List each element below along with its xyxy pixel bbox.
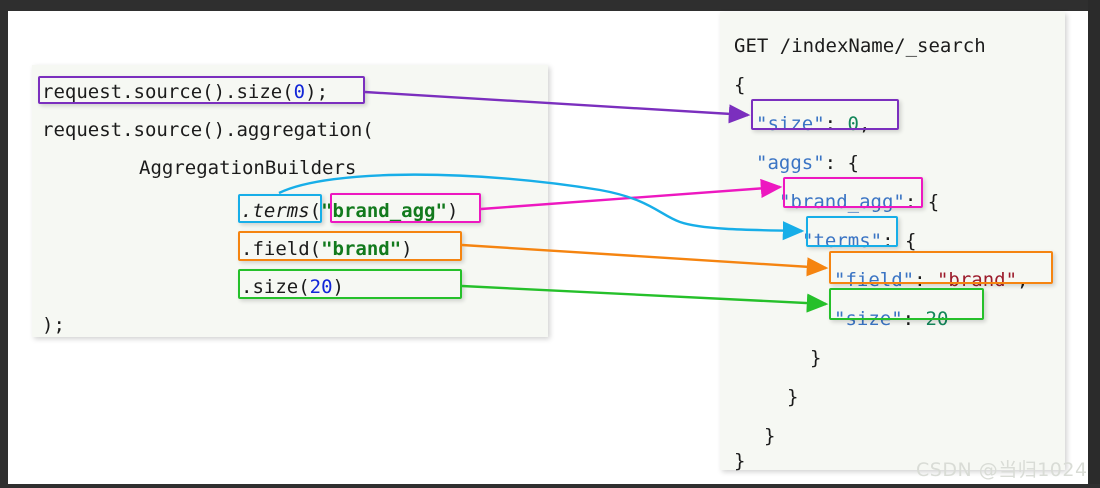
token-size-prefix: .size( [241, 276, 310, 298]
dsl-colon-6: : [902, 308, 926, 330]
dsl-value-size20: 20 [925, 308, 949, 330]
dsl-key-field: "field" [834, 269, 915, 291]
token-field-prefix: .field( [241, 238, 322, 260]
token-size-suffix2: ) [332, 276, 344, 298]
dsl-key-size20: "size" [834, 308, 903, 330]
dsl-key-brandagg: "brand_agg" [779, 191, 905, 213]
csdn-watermark: CSDN @当归1024 [916, 459, 1088, 481]
dsl-close-brace-4: } [734, 450, 746, 472]
token-twenty: 20 [309, 276, 333, 298]
token-size-suffix: ); [305, 81, 329, 103]
window-chrome-bottom [0, 484, 1100, 488]
code-line-terms: .terms("brand_agg") [241, 202, 458, 221]
dsl-request-line: GET /indexName/_search [734, 35, 986, 57]
token-brand-string: "brand" [321, 238, 402, 260]
dsl-colon-4: : [882, 230, 905, 252]
dsl-close-brace-3: } [764, 425, 776, 447]
code-line-close: ); [42, 314, 65, 336]
token-request-size-prefix: request.source().size( [42, 81, 294, 103]
code-line-size: .size(20) [241, 278, 344, 297]
token-paren-open: ( [309, 200, 322, 222]
dsl-key-aggs: "aggs" [756, 152, 825, 174]
dsl-panel: GET /indexName/_search { "size": 0, "agg… [720, 12, 1065, 472]
dsl-line-brandagg: "brand_agg": { [779, 193, 939, 212]
token-zero: 0 [293, 81, 306, 103]
token-brand-agg-string: "brand_agg" [321, 200, 447, 222]
window-chrome-left [0, 11, 8, 488]
dsl-line-size20: "size": 20 [834, 310, 948, 329]
dsl-tail-3: { [927, 191, 940, 213]
window-chrome-top [0, 0, 1100, 11]
code-line-aggregation: request.source().aggregation( [42, 119, 374, 141]
token-paren-close: ) [446, 200, 459, 222]
code-line-aggregation-builders: AggregationBuilders [139, 157, 357, 179]
dsl-tail-2: { [847, 152, 859, 174]
dsl-open-brace: { [734, 74, 746, 96]
java-code-panel: request.source().size(0); request.source… [32, 65, 548, 337]
dsl-close-brace-1: } [810, 347, 822, 369]
dsl-value-size: 0 [847, 113, 859, 135]
dsl-tail-1: , [858, 113, 871, 135]
token-terms-method: .terms [241, 200, 310, 222]
dsl-line-field: "field": "brand", [834, 271, 1029, 290]
dsl-line-size0: "size": 0, [756, 115, 870, 134]
dsl-line-aggs: "aggs": { [756, 154, 859, 173]
dsl-line-terms: "terms": { [802, 232, 916, 251]
dsl-colon-3: : [904, 191, 928, 213]
dsl-colon-2: : [824, 152, 848, 174]
dsl-tail-5: , [1017, 269, 1029, 291]
dsl-key-size: "size" [756, 113, 825, 135]
window-chrome-right [1088, 0, 1100, 488]
dsl-tail-4: { [904, 230, 917, 252]
dsl-value-field: "brand" [936, 269, 1018, 291]
token-field-suffix: ) [401, 238, 413, 260]
dsl-colon-5: : [914, 269, 937, 291]
code-line-request-size: request.source().size(0); [42, 83, 328, 102]
dsl-key-terms: "terms" [802, 230, 883, 252]
dsl-colon-1: : [824, 113, 848, 135]
code-line-field: .field("brand") [241, 240, 413, 259]
dsl-close-brace-2: } [787, 386, 799, 408]
